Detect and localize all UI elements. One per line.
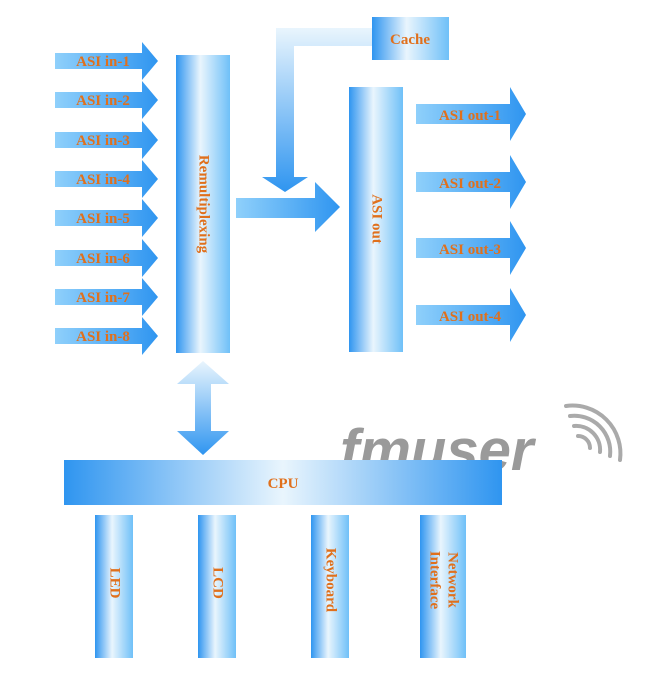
input-label-6: ASI in-6: [76, 251, 130, 267]
output-label-1: ASI out-1: [439, 108, 501, 124]
input-label-8: ASI in-8: [76, 329, 130, 345]
input-label-5: ASI in-5: [76, 211, 130, 227]
output-arrow-4: ASI out-4: [416, 288, 526, 342]
output-arrows: ASI out-1 ASI out-2 ASI out-3 ASI out-4: [416, 87, 526, 342]
input-label-7: ASI in-7: [76, 290, 130, 306]
input-label-4: ASI in-4: [76, 172, 130, 188]
input-arrow-5: ASI in-5: [55, 199, 158, 237]
output-arrow-1: ASI out-1: [416, 87, 526, 141]
remultiplexing-label: Remultiplexing: [196, 155, 212, 254]
cpu-block: CPU: [64, 460, 502, 505]
input-arrow-4: ASI in-4: [55, 160, 158, 198]
interface-label: Interface: [427, 551, 443, 610]
remux-to-asi-out-arrow: [236, 182, 340, 232]
lcd-block: LCD: [198, 515, 236, 658]
cache-block: Cache: [372, 17, 449, 60]
lcd-label: LCD: [210, 567, 226, 599]
input-arrow-8: ASI in-8: [55, 317, 158, 355]
cpu-label: CPU: [268, 476, 299, 492]
input-arrow-1: ASI in-1: [55, 42, 158, 80]
cache-feedback-arrow: [262, 28, 372, 192]
wifi-signal-icon: [564, 403, 623, 462]
network-interface-block: Network Interface: [420, 515, 466, 658]
input-label-3: ASI in-3: [76, 133, 130, 149]
input-arrow-2: ASI in-2: [55, 81, 158, 119]
led-block: LED: [95, 515, 133, 658]
output-arrow-2: ASI out-2: [416, 155, 526, 209]
output-arrow-3: ASI out-3: [416, 221, 526, 275]
output-label-2: ASI out-2: [439, 176, 501, 192]
remultiplexing-block: Remultiplexing: [176, 55, 230, 353]
input-label-1: ASI in-1: [76, 54, 130, 70]
network-label: Network: [445, 552, 461, 608]
remux-cpu-bidirectional-arrow: [177, 361, 229, 455]
input-arrow-3: ASI in-3: [55, 121, 158, 159]
input-arrow-6: ASI in-6: [55, 239, 158, 277]
asi-out-label: ASI out: [369, 194, 385, 244]
keyboard-label: Keyboard: [323, 548, 339, 613]
led-label: LED: [107, 568, 123, 599]
cache-label: Cache: [390, 32, 430, 48]
output-label-3: ASI out-3: [439, 242, 501, 258]
output-label-4: ASI out-4: [439, 309, 502, 325]
input-label-2: ASI in-2: [76, 93, 130, 109]
keyboard-block: Keyboard: [311, 515, 349, 658]
input-arrows: ASI in-1 ASI in-2 ASI in-3 ASI in-4 ASI …: [55, 42, 158, 355]
asi-out-block: ASI out: [349, 87, 403, 352]
input-arrow-7: ASI in-7: [55, 278, 158, 316]
